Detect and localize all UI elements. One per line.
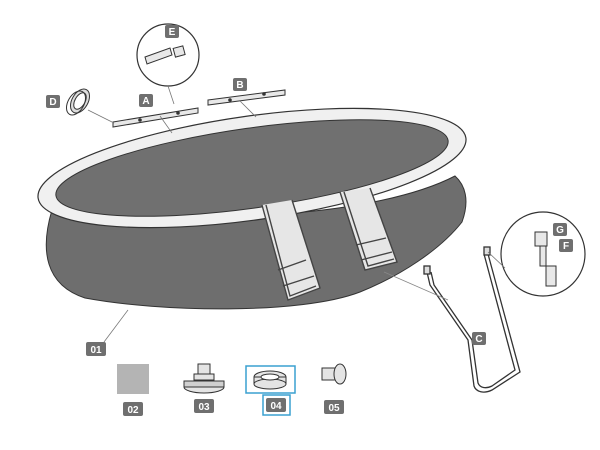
callout-badge — [86, 342, 106, 356]
part-04-highlight-label — [262, 394, 291, 416]
part-05-label: 05 — [328, 403, 340, 414]
callout-b-label: B — [236, 80, 243, 91]
callout-badge — [233, 78, 247, 91]
callout-g: G — [553, 223, 567, 236]
callout-a-label: A — [142, 96, 149, 107]
pool-inner-opening — [55, 119, 449, 217]
part-04-highlight-top — [245, 365, 296, 394]
callout-badge — [266, 398, 286, 412]
part-03: 03 — [183, 363, 225, 413]
callout-g-label: G — [556, 225, 564, 236]
callout-badge — [559, 239, 573, 252]
callout-badge — [123, 402, 143, 416]
part-02: 02 — [117, 364, 149, 416]
callout-c: C — [472, 332, 486, 345]
callout-badge — [139, 94, 153, 107]
callout-b: B — [233, 78, 247, 91]
detail-circle-e — [136, 23, 200, 105]
callout-c-label: C — [475, 334, 482, 345]
callout-badge — [553, 223, 567, 236]
callout-badge — [472, 332, 486, 345]
callout-a: A — [139, 94, 153, 107]
callout-badge — [324, 400, 344, 414]
drain-plug — [321, 363, 347, 385]
part-01-label: 01 — [90, 345, 102, 356]
part-02-label: 02 — [127, 405, 139, 416]
callout-d-label: D — [49, 97, 56, 108]
side-bar-b — [207, 89, 286, 118]
pool-ladder — [261, 187, 398, 301]
detail-circle-fg — [487, 211, 586, 297]
callout-e: E — [165, 25, 179, 38]
pool-body — [37, 107, 467, 310]
callout-badge — [194, 399, 214, 413]
callout-badge — [46, 95, 60, 108]
part-05: 05 — [321, 363, 347, 414]
strainer-nut — [253, 370, 287, 390]
drain-valve — [183, 363, 225, 394]
callout-e-label: E — [169, 27, 176, 38]
part-04-label: 04 — [270, 401, 282, 412]
repair-patch — [117, 364, 149, 394]
part-01-callout: 01 — [86, 309, 129, 356]
side-bar-a — [112, 107, 199, 134]
part-04: 04 — [245, 365, 296, 416]
callout-f-label: F — [563, 241, 569, 252]
hose-c — [383, 246, 521, 393]
callout-f: F — [559, 239, 573, 252]
callout-badge — [165, 25, 179, 38]
part-03-label: 03 — [198, 402, 210, 413]
callout-d: D — [46, 95, 60, 108]
seal-ring-d — [66, 88, 115, 124]
